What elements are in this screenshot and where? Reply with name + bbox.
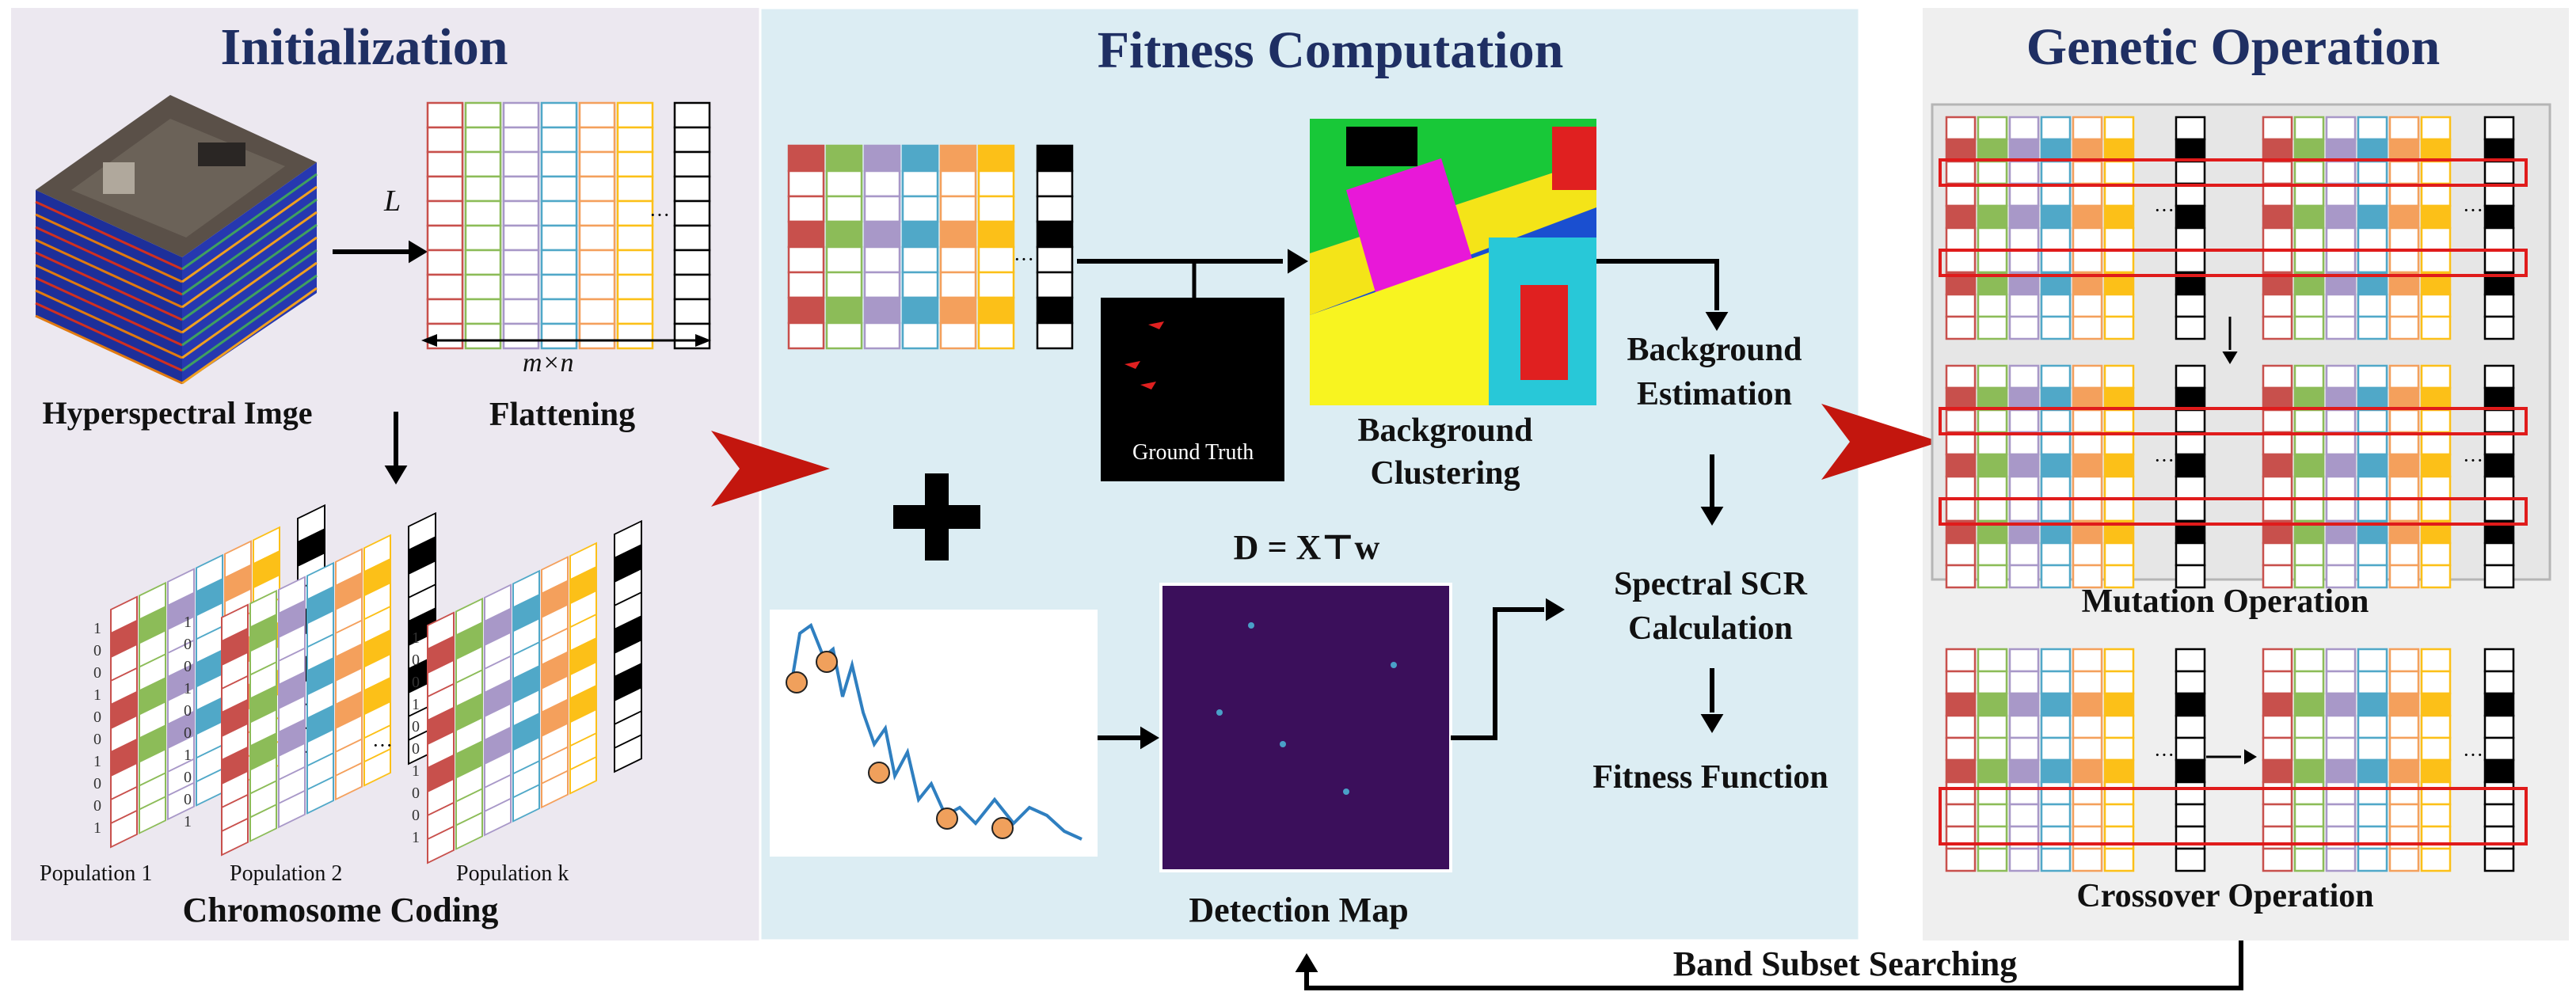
- spectral-scr-label-line1: Spectral SCR: [1614, 566, 1807, 602]
- crossover-before-vector: [2175, 648, 2206, 872]
- spectrum-curve-icon: [770, 610, 1098, 857]
- svg-text:···: ···: [2154, 199, 2175, 222]
- mutation-before-right: [2262, 116, 2452, 340]
- flattening-vector: [673, 101, 711, 350]
- mutation-operation-label: Mutation Operation: [2081, 583, 2369, 620]
- detection-map-image: [1159, 583, 1452, 872]
- svg-text:0: 0: [412, 807, 420, 824]
- hyperspectral-cube-image: [35, 95, 318, 385]
- svg-text:1: 1: [93, 819, 101, 837]
- binary-digits: 1 1 1 0 0 0 0 0 0 1 1 1 0 0 0 0 0 0 1 1 1 0 0 0 0 0 0 1 1 1: [93, 614, 420, 846]
- fitness-selection-vector: [1036, 144, 1074, 350]
- svg-text:0: 0: [412, 674, 420, 691]
- flattening-label: Flattening: [489, 397, 636, 433]
- initialization-title: Initialization: [220, 18, 508, 76]
- mn-label: m×n: [523, 348, 574, 378]
- svg-text:1: 1: [93, 753, 101, 770]
- population-2-stack: [221, 511, 436, 857]
- detection-map-label: Detection Map: [1189, 891, 1409, 929]
- detection-formula: D = X⊤w: [1233, 528, 1380, 567]
- svg-text:0: 0: [184, 658, 192, 675]
- svg-text:0: 0: [93, 731, 101, 748]
- ground-truth-image: [1101, 298, 1284, 481]
- svg-text:1: 1: [412, 629, 420, 647]
- svg-text:0: 0: [184, 724, 192, 742]
- svg-text:···: ···: [618, 631, 638, 654]
- svg-text:···: ···: [2463, 449, 2483, 472]
- svg-text:0: 0: [412, 652, 420, 669]
- background-estimation-label-line1: Background: [1627, 332, 1802, 368]
- svg-text:1: 1: [412, 696, 420, 713]
- svg-text:···: ···: [1014, 248, 1034, 271]
- svg-text:0: 0: [93, 664, 101, 682]
- background-estimation-label-line2: Estimation: [1636, 376, 1792, 412]
- feedback-arrow: [1295, 940, 2243, 990]
- mutation-after-left-vector: [2175, 364, 2206, 589]
- svg-text:1: 1: [184, 614, 192, 631]
- clustering-map-image: [1310, 119, 1596, 405]
- svg-text:0: 0: [93, 642, 101, 659]
- hyperspectral-image-label: Hyperspectral Imge: [42, 395, 313, 431]
- l-label: L: [384, 184, 401, 218]
- svg-text:0: 0: [184, 702, 192, 720]
- svg-text:0: 0: [412, 785, 420, 802]
- mutation-after-right: [2262, 364, 2452, 589]
- big-red-arrow-icon: [1821, 404, 1940, 480]
- crossover-operation-label: Crossover Operation: [2076, 878, 2374, 914]
- fitness-group: ···: [770, 119, 1729, 872]
- mutation-after-right-vector: [2483, 364, 2515, 589]
- big-red-arrow-icon: [711, 431, 830, 507]
- svg-text:1: 1: [412, 829, 420, 846]
- svg-text:1: 1: [93, 686, 101, 704]
- initialization-group: ··· 1 1 1 0 0 0 0 0 0 1 1 1 0 0 0 0 0 0 1 1 1 0 0 0 0 0 0 1 1 1 ··· ···: [35, 95, 711, 864]
- svg-text:0: 0: [184, 636, 192, 653]
- svg-text:1: 1: [184, 813, 192, 830]
- svg-text:1: 1: [184, 680, 192, 697]
- plus-icon: [893, 473, 980, 560]
- fitness-function-label: Fitness Function: [1592, 759, 1828, 796]
- background-clustering-label-line2: Clustering: [1370, 455, 1520, 492]
- population-k-label: Population k: [456, 861, 569, 886]
- svg-text:0: 0: [184, 769, 192, 786]
- svg-text:1: 1: [93, 620, 101, 637]
- spectral-scr-label-line2: Calculation: [1628, 610, 1793, 647]
- svg-text:0: 0: [93, 797, 101, 815]
- svg-text:0: 0: [412, 740, 420, 758]
- genetic-group: ··· ··· ··· ··· ··· ···: [1931, 103, 2551, 872]
- svg-text:···: ···: [649, 203, 670, 226]
- flattening-matrix: [426, 101, 654, 350]
- svg-text:···: ···: [2463, 199, 2483, 222]
- svg-text:···: ···: [372, 734, 393, 757]
- svg-text:1: 1: [412, 762, 420, 780]
- genetic-operation-title: Genetic Operation: [2026, 18, 2441, 76]
- svg-text:1: 1: [184, 747, 192, 764]
- crossover-after-vector: [2483, 648, 2515, 872]
- svg-text:0: 0: [93, 775, 101, 792]
- background-clustering-label-line1: Background: [1357, 412, 1533, 449]
- svg-text:0: 0: [184, 791, 192, 808]
- svg-text:···: ···: [2154, 743, 2175, 766]
- svg-text:0: 0: [93, 709, 101, 726]
- fitness-band-matrix: [787, 144, 1015, 350]
- fitness-computation-title: Fitness Computation: [1097, 21, 1564, 79]
- mutation-before-left-vector: [2175, 116, 2206, 340]
- mutation-before-right-vector: [2483, 116, 2515, 340]
- crossover-before: [1945, 648, 2135, 872]
- svg-text:···: ···: [2154, 449, 2175, 472]
- svg-text:0: 0: [412, 718, 420, 735]
- band-subset-searching-label: Band Subset Searching: [1672, 944, 2018, 983]
- chromosome-coding-label: Chromosome Coding: [182, 891, 499, 929]
- population-2-label: Population 2: [230, 861, 343, 886]
- ground-truth-label: Ground Truth: [1132, 440, 1254, 465]
- svg-text:···: ···: [2463, 743, 2483, 766]
- population-k-stack: [427, 519, 642, 864]
- population-1-label: Population 1: [40, 861, 153, 886]
